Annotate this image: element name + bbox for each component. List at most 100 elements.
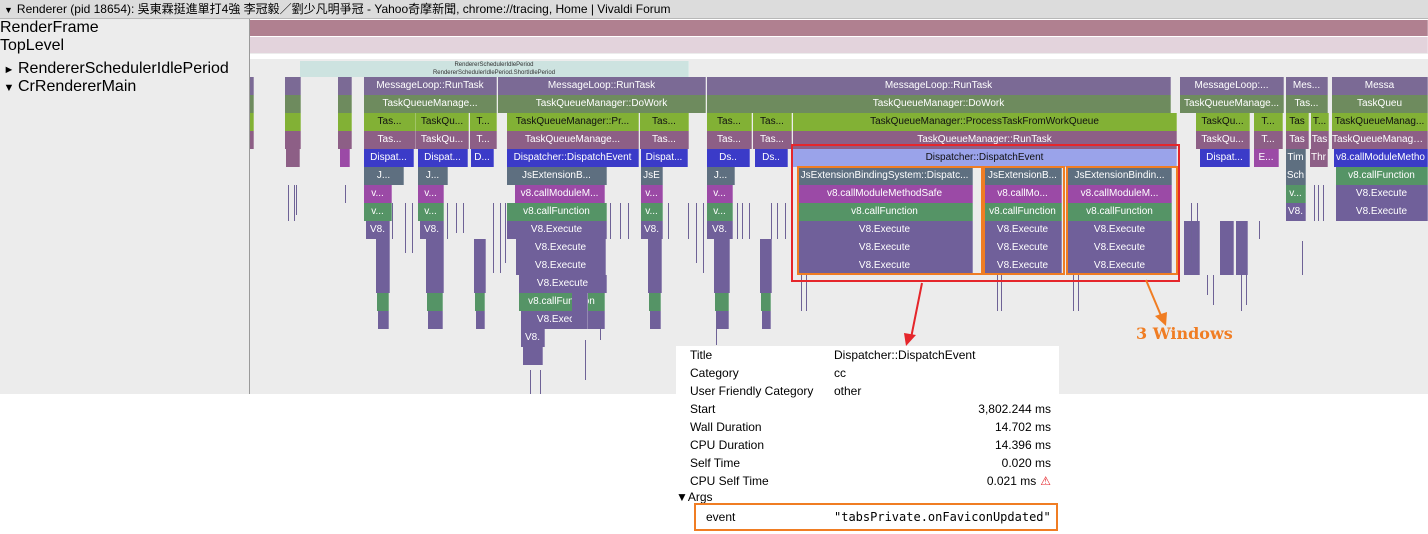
flame-slice[interactable]: Tas... <box>707 113 752 131</box>
flame-slice-unlabeled[interactable] <box>340 149 350 167</box>
flame-slice-unlabeled[interactable] <box>476 311 485 329</box>
flame-slice[interactable]: MessageLoop::RunTask <box>364 77 497 95</box>
flame-slice[interactable]: Tas... <box>364 131 416 149</box>
flame-slice-unlabeled[interactable] <box>649 293 661 311</box>
flame-slice[interactable]: V8.Execute <box>984 239 1062 257</box>
flame-slice[interactable]: TaskQueueManager::Pr... <box>507 113 639 131</box>
collapse-triangle-icon[interactable]: ▼ <box>3 82 15 94</box>
flame-slice[interactable]: V8.Execute <box>516 239 606 257</box>
flame-slice[interactable]: V8.Execute <box>984 221 1062 239</box>
flame-slice[interactable]: Dispat... <box>364 149 414 167</box>
flame-slice[interactable]: v8.callFunction <box>984 203 1062 221</box>
flame-slice-unlabeled[interactable] <box>648 275 662 293</box>
flame-slice-unlabeled[interactable] <box>250 95 254 113</box>
flame-slice[interactable]: JsExtensionB... <box>984 167 1062 185</box>
flame-slice[interactable]: MessageLoop:... <box>1180 77 1284 95</box>
flame-slice[interactable]: JsExtensionBindin... <box>1068 167 1172 185</box>
flame-slice[interactable]: J... <box>418 167 448 185</box>
flame-slice[interactable]: V8.Execute <box>1068 257 1172 275</box>
flame-slice-unlabeled[interactable] <box>338 77 352 95</box>
flame-slice[interactable]: Tas <box>1311 131 1329 149</box>
flame-slice-unlabeled[interactable] <box>572 293 588 311</box>
flame-slice-unlabeled[interactable] <box>760 239 772 257</box>
flame-slice[interactable]: T... <box>1311 113 1329 131</box>
flame-slice-unlabeled[interactable] <box>285 113 301 131</box>
flame-slice-unlabeled[interactable] <box>1236 239 1248 257</box>
flame-slice[interactable]: V8.Execute <box>507 221 607 239</box>
flame-slice[interactable]: Tas... <box>640 131 689 149</box>
flame-slice-unlabeled[interactable] <box>474 239 486 257</box>
flame-slice-unlabeled[interactable] <box>648 257 662 275</box>
flame-slice[interactable]: T... <box>470 131 497 149</box>
flame-slice[interactable]: E... <box>1254 149 1279 167</box>
flame-slice-unlabeled[interactable] <box>426 275 444 293</box>
flame-slice[interactable]: TaskQu... <box>1196 113 1250 131</box>
flame-slice-unlabeled[interactable] <box>338 113 352 131</box>
flame-slice[interactable]: v... <box>707 185 733 203</box>
flame-slice[interactable]: v8.callMo... <box>984 185 1062 203</box>
flame-slice[interactable]: V8.Execute <box>1068 221 1172 239</box>
flame-slice-unlabeled[interactable] <box>714 239 730 257</box>
flame-slice-unlabeled[interactable] <box>714 257 730 275</box>
flame-slice-unlabeled[interactable] <box>523 347 543 365</box>
flame-slice[interactable]: v8.callModuleMethodSafe <box>797 185 973 203</box>
flame-slice[interactable]: TaskQueueManage... <box>1180 95 1284 113</box>
flame-slice[interactable]: V8. <box>366 221 390 239</box>
flame-slice[interactable]: V8.Execute <box>984 257 1062 275</box>
flame-slice[interactable]: v... <box>364 185 392 203</box>
flame-slice[interactable]: TaskQueueManager::DoWork <box>498 95 706 113</box>
flame-slice[interactable]: TaskQueueManage... <box>364 95 497 113</box>
flame-slice[interactable]: Tas... <box>753 131 792 149</box>
flame-slice[interactable]: Tas... <box>640 113 689 131</box>
flame-slice[interactable]: v... <box>1286 185 1306 203</box>
flame-slice[interactable]: v8.callFunction <box>1068 203 1172 221</box>
flame-slice-unlabeled[interactable] <box>338 95 352 113</box>
flame-slice[interactable]: Thr <box>1310 149 1328 167</box>
flame-slice[interactable]: v... <box>364 203 392 221</box>
flame-slice-unlabeled[interactable] <box>1184 239 1200 257</box>
short-idle-period-slice[interactable]: RendererSchedulerIdlePeriod.ShortIdlePer… <box>300 69 689 77</box>
flame-slice-unlabeled[interactable] <box>338 131 352 149</box>
flame-slice-unlabeled[interactable] <box>474 275 486 293</box>
flame-slice-unlabeled[interactable] <box>1236 221 1248 239</box>
flame-slice-unlabeled[interactable] <box>1184 221 1200 239</box>
flame-slice-unlabeled[interactable] <box>1220 239 1234 257</box>
flame-slice[interactable]: V8. <box>521 329 545 347</box>
flame-slice-unlabeled[interactable] <box>250 113 254 131</box>
flame-slice[interactable]: V8.Execute <box>1068 239 1172 257</box>
flame-slice[interactable]: v8.callModuleM... <box>1068 185 1172 203</box>
flame-slice-unlabeled[interactable] <box>716 311 729 329</box>
flame-slice[interactable]: V8.Execute <box>797 239 973 257</box>
flame-slice-unlabeled[interactable] <box>376 257 390 275</box>
flame-slice[interactable]: T... <box>1254 113 1283 131</box>
flame-slice[interactable]: v... <box>641 185 663 203</box>
flame-slice-unlabeled[interactable] <box>285 95 301 113</box>
flame-slice-unlabeled[interactable] <box>650 311 661 329</box>
flame-slice[interactable]: Dispatcher::DispatchEvent <box>507 149 639 167</box>
flame-slice[interactable]: MessageLoop::RunTask <box>498 77 706 95</box>
flame-slice-unlabeled[interactable] <box>286 149 300 167</box>
flame-slice[interactable]: Tas... <box>753 113 792 131</box>
flame-slice-unlabeled[interactable] <box>378 311 389 329</box>
flame-slice[interactable]: T... <box>1254 131 1283 149</box>
flame-slice[interactable]: TaskQu... <box>416 113 469 131</box>
flame-slice[interactable]: Sch <box>1286 167 1306 185</box>
flame-slice-unlabeled[interactable] <box>285 131 301 149</box>
flame-slice[interactable]: v8.callFunction <box>797 203 973 221</box>
flame-slice[interactable]: TaskQueueManager::DoWork <box>707 95 1171 113</box>
flame-slice[interactable]: v8.callFunction <box>507 203 607 221</box>
flame-slice-unlabeled[interactable] <box>1220 257 1234 275</box>
flame-slice-unlabeled[interactable] <box>714 275 730 293</box>
flame-slice[interactable]: v... <box>418 203 444 221</box>
flame-slice[interactable]: Ds.. <box>707 149 750 167</box>
flame-slice-unlabeled[interactable] <box>572 311 588 329</box>
flame-slice-unlabeled[interactable] <box>428 311 443 329</box>
track-label-idle-period[interactable]: ►RendererSchedulerIdlePeriod <box>0 60 229 79</box>
flame-slice[interactable]: Tas <box>1286 131 1309 149</box>
flame-slice-unlabeled[interactable] <box>376 275 390 293</box>
flame-slice[interactable]: V8.Execute <box>516 257 606 275</box>
flame-slice[interactable]: TaskQueueManage... <box>507 131 639 149</box>
flame-slice[interactable]: Tas... <box>364 113 416 131</box>
flame-slice[interactable]: Tas... <box>707 131 752 149</box>
flame-slice[interactable]: J... <box>364 167 404 185</box>
